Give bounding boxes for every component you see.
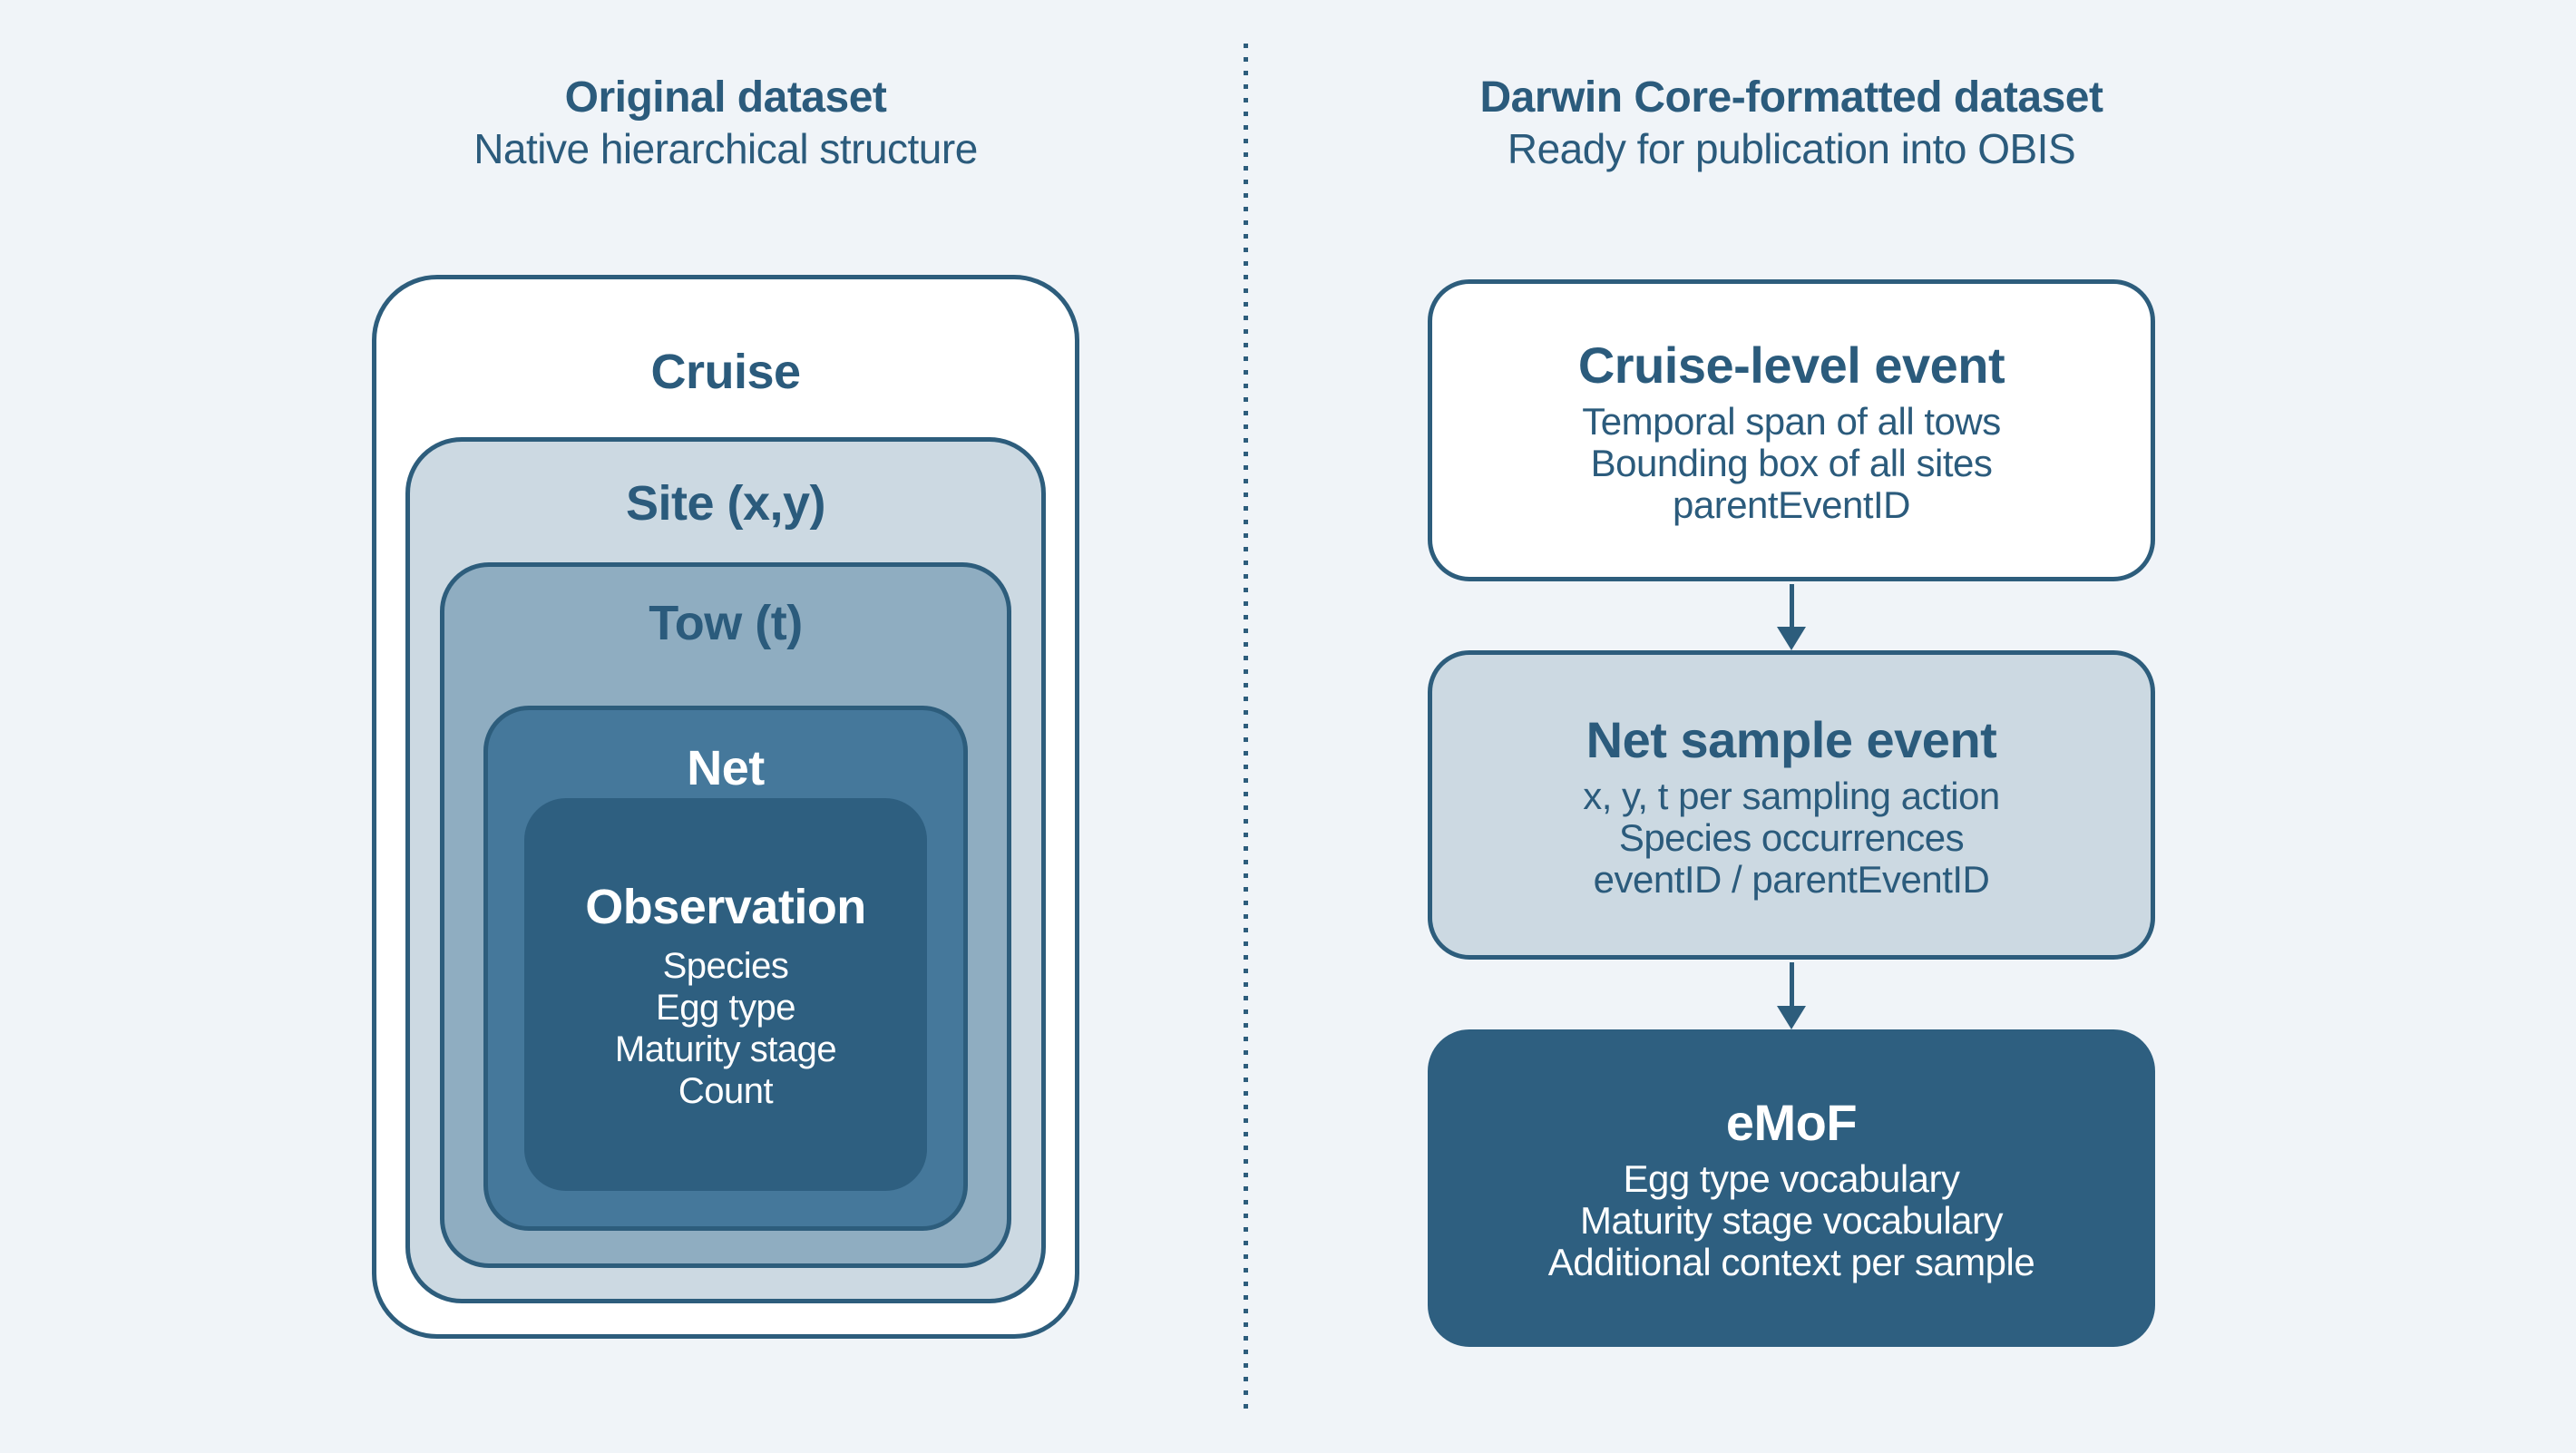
flow-box-cruise-level-event: Cruise-level event Temporal span of all …: [1428, 279, 2155, 581]
net-event-title: Net sample event: [1586, 710, 1997, 768]
observation-detail-count: Count: [678, 1071, 774, 1111]
right-title-text: Darwin Core-formatted dataset: [1479, 73, 2103, 122]
net-event-line-xyt: x, y, t per sampling action: [1583, 774, 2000, 817]
dotted-divider: [1244, 44, 1248, 1413]
flow-box-net-sample-event: Net sample event x, y, t per sampling ac…: [1428, 650, 2155, 960]
observation-detail-species: Species: [662, 946, 789, 986]
arrow-shaft: [1790, 962, 1794, 1009]
cruise-event-title: Cruise-level event: [1577, 336, 2005, 394]
emof-title: eMoF: [1725, 1094, 1858, 1151]
arrow-shaft: [1790, 584, 1794, 629]
observation-detail-egg-type: Egg type: [656, 988, 795, 1028]
emof-line-additional-context: Additional context per sample: [1547, 1241, 2035, 1283]
emof-line-maturity-stage-vocabulary: Maturity stage vocabulary: [1579, 1199, 2004, 1242]
right-subtitle-text: Ready for publication into OBIS: [1507, 125, 2076, 172]
cruise-label: Cruise: [650, 345, 801, 399]
net-event-line-event-ids: eventID / parentEventID: [1593, 857, 1990, 901]
observation-label: Observation: [585, 880, 866, 934]
left-title-text: Original dataset: [564, 73, 887, 122]
tow-label: Tow (t): [649, 596, 803, 650]
cruise-event-line-bounding-box: Bounding box of all sites: [1590, 441, 1993, 484]
down-arrow-icon: [1777, 584, 1807, 650]
net-label: Net: [687, 741, 765, 795]
site-label: Site (x,y): [625, 476, 826, 531]
arrow-head: [1777, 1006, 1806, 1029]
down-arrow-icon: [1777, 962, 1807, 1029]
arrow-head: [1777, 627, 1806, 650]
left-subtitle-text: Native hierarchical structure: [473, 125, 978, 172]
nested-box-observation: Observation Species Egg type Maturity st…: [524, 798, 927, 1191]
right-section-title: Darwin Core-formatted dataset Ready for …: [1338, 73, 2245, 174]
cruise-event-line-parent-event-id: parentEventID: [1673, 483, 1911, 526]
left-section-title: Original dataset Native hierarchical str…: [272, 73, 1179, 174]
net-event-line-species-occurrences: Species occurrences: [1618, 815, 1965, 859]
emof-line-egg-type-vocabulary: Egg type vocabulary: [1623, 1157, 1960, 1200]
cruise-event-line-temporal-span: Temporal span of all tows: [1582, 399, 2001, 443]
flow-box-emof: eMoF Egg type vocabulary Maturity stage …: [1428, 1029, 2155, 1347]
observation-detail-maturity-stage: Maturity stage: [614, 1029, 837, 1069]
